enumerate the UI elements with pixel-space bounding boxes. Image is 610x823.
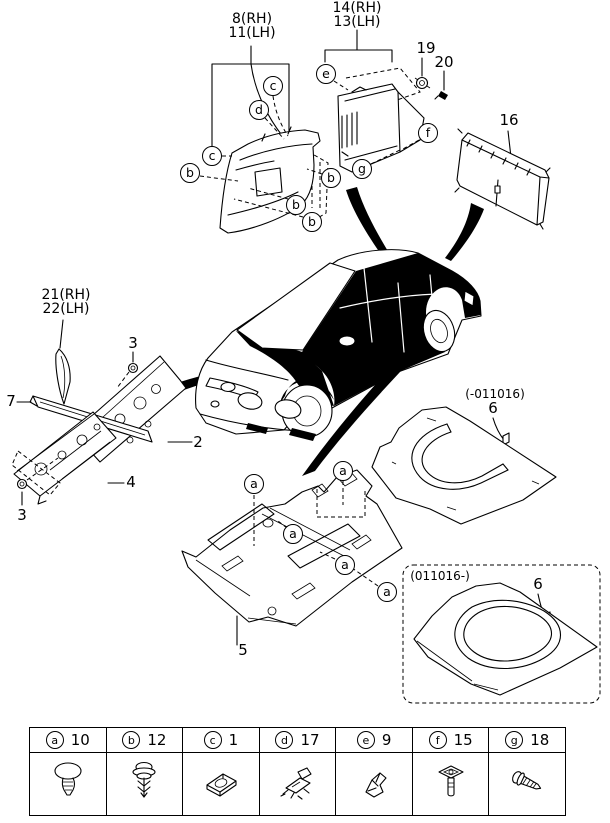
grommet-label: 19 bbox=[416, 39, 436, 57]
luggage-trim-panel-drawing bbox=[324, 29, 425, 173]
quarter-trim-panel-drawing bbox=[211, 45, 329, 234]
shelf-late-date-label: (011016-) bbox=[410, 569, 470, 583]
legend-letter-e: e bbox=[356, 731, 375, 749]
callout-b-2: b bbox=[321, 168, 341, 188]
back-panel-label: 16 bbox=[499, 111, 519, 129]
arrow-to-floor-mat bbox=[302, 349, 416, 476]
legend-qty-d: 17 bbox=[300, 731, 320, 749]
mushroom-clip-icon bbox=[54, 762, 82, 796]
push-rivet-icon bbox=[132, 761, 156, 798]
shelf-late-num-label: 6 bbox=[533, 575, 543, 593]
callout-b-4: b bbox=[302, 212, 322, 232]
shelf-early-date-label: (-011016) bbox=[465, 387, 525, 401]
legend-cell-f: f 15 bbox=[412, 728, 490, 815]
legend-qty-f: 15 bbox=[453, 731, 473, 749]
cowl-side-label: 21(RH)22(LH) bbox=[41, 287, 91, 317]
dash-lower-label: 4 bbox=[126, 473, 136, 491]
nut-upper-label: 3 bbox=[128, 334, 138, 352]
callout-a-5: a bbox=[377, 582, 397, 602]
legend-letter-b: b bbox=[122, 731, 141, 749]
car-drawing bbox=[195, 249, 482, 441]
legend-letter-d: d bbox=[275, 731, 294, 749]
rear-shelf-late-drawing bbox=[402, 564, 601, 704]
back-panel-drawing bbox=[454, 128, 551, 230]
callout-c-2: c bbox=[202, 146, 222, 166]
trim-clip-icon bbox=[279, 767, 312, 800]
grommet-19-drawing bbox=[414, 57, 431, 90]
callout-leader-lines bbox=[199, 80, 420, 218]
floor-mat-label: 5 bbox=[238, 641, 248, 659]
legend-qty-a: 10 bbox=[70, 731, 90, 749]
arrow-to-roof bbox=[346, 187, 389, 257]
callout-a-3: a bbox=[283, 524, 303, 544]
legend-qty-c: 1 bbox=[228, 731, 239, 749]
speed-nut-icon bbox=[206, 773, 237, 797]
legend-cell-d: d 17 bbox=[259, 728, 337, 815]
screw-20-drawing bbox=[434, 70, 448, 100]
floor-mat-drawing bbox=[181, 469, 403, 646]
callout-a-4: a bbox=[335, 555, 355, 575]
screw-label: 20 bbox=[434, 53, 454, 71]
callout-e-1: e bbox=[316, 64, 336, 84]
nut-lower-label: 3 bbox=[17, 506, 27, 524]
legend-letter-a: a bbox=[45, 731, 64, 749]
bracket-clip-icon bbox=[365, 772, 387, 798]
callout-d-1: d bbox=[249, 100, 269, 120]
legend-cell-b: b 12 bbox=[106, 728, 184, 815]
legend-letter-c: c bbox=[203, 731, 222, 749]
dash-panel-label: 2 bbox=[193, 433, 203, 451]
legend-qty-g: 18 bbox=[530, 731, 550, 749]
legend-letter-f: f bbox=[428, 731, 447, 749]
callout-f-1: f bbox=[418, 123, 438, 143]
tapping-screw-icon bbox=[512, 771, 542, 790]
legend-cell-g: g 18 bbox=[489, 728, 566, 815]
callout-b-1: b bbox=[180, 163, 200, 183]
legend-qty-e: 9 bbox=[381, 731, 392, 749]
legend-cell-a: a 10 bbox=[30, 728, 107, 815]
shelf-early-num-label: 6 bbox=[488, 399, 498, 417]
arrow-to-rear-deck bbox=[445, 203, 484, 261]
luggage-trim-label: 14(RH)13(LH) bbox=[332, 0, 382, 30]
dash-parts-drawing bbox=[11, 319, 193, 506]
rear-shelf-early-drawing bbox=[371, 406, 557, 525]
cowl-grille-label: 7 bbox=[6, 392, 16, 410]
legend-letter-g: g bbox=[505, 731, 524, 749]
callout-g-1: g bbox=[352, 159, 372, 179]
callout-a-2: a bbox=[333, 461, 353, 481]
push-pin-icon bbox=[438, 765, 464, 797]
legend-qty-b: 12 bbox=[147, 731, 167, 749]
callout-b-3: b bbox=[286, 195, 306, 215]
callout-a-1: a bbox=[244, 474, 264, 494]
quarter-trim-label: 8(RH)11(LH) bbox=[228, 11, 276, 41]
callout-c-1: c bbox=[263, 76, 283, 96]
